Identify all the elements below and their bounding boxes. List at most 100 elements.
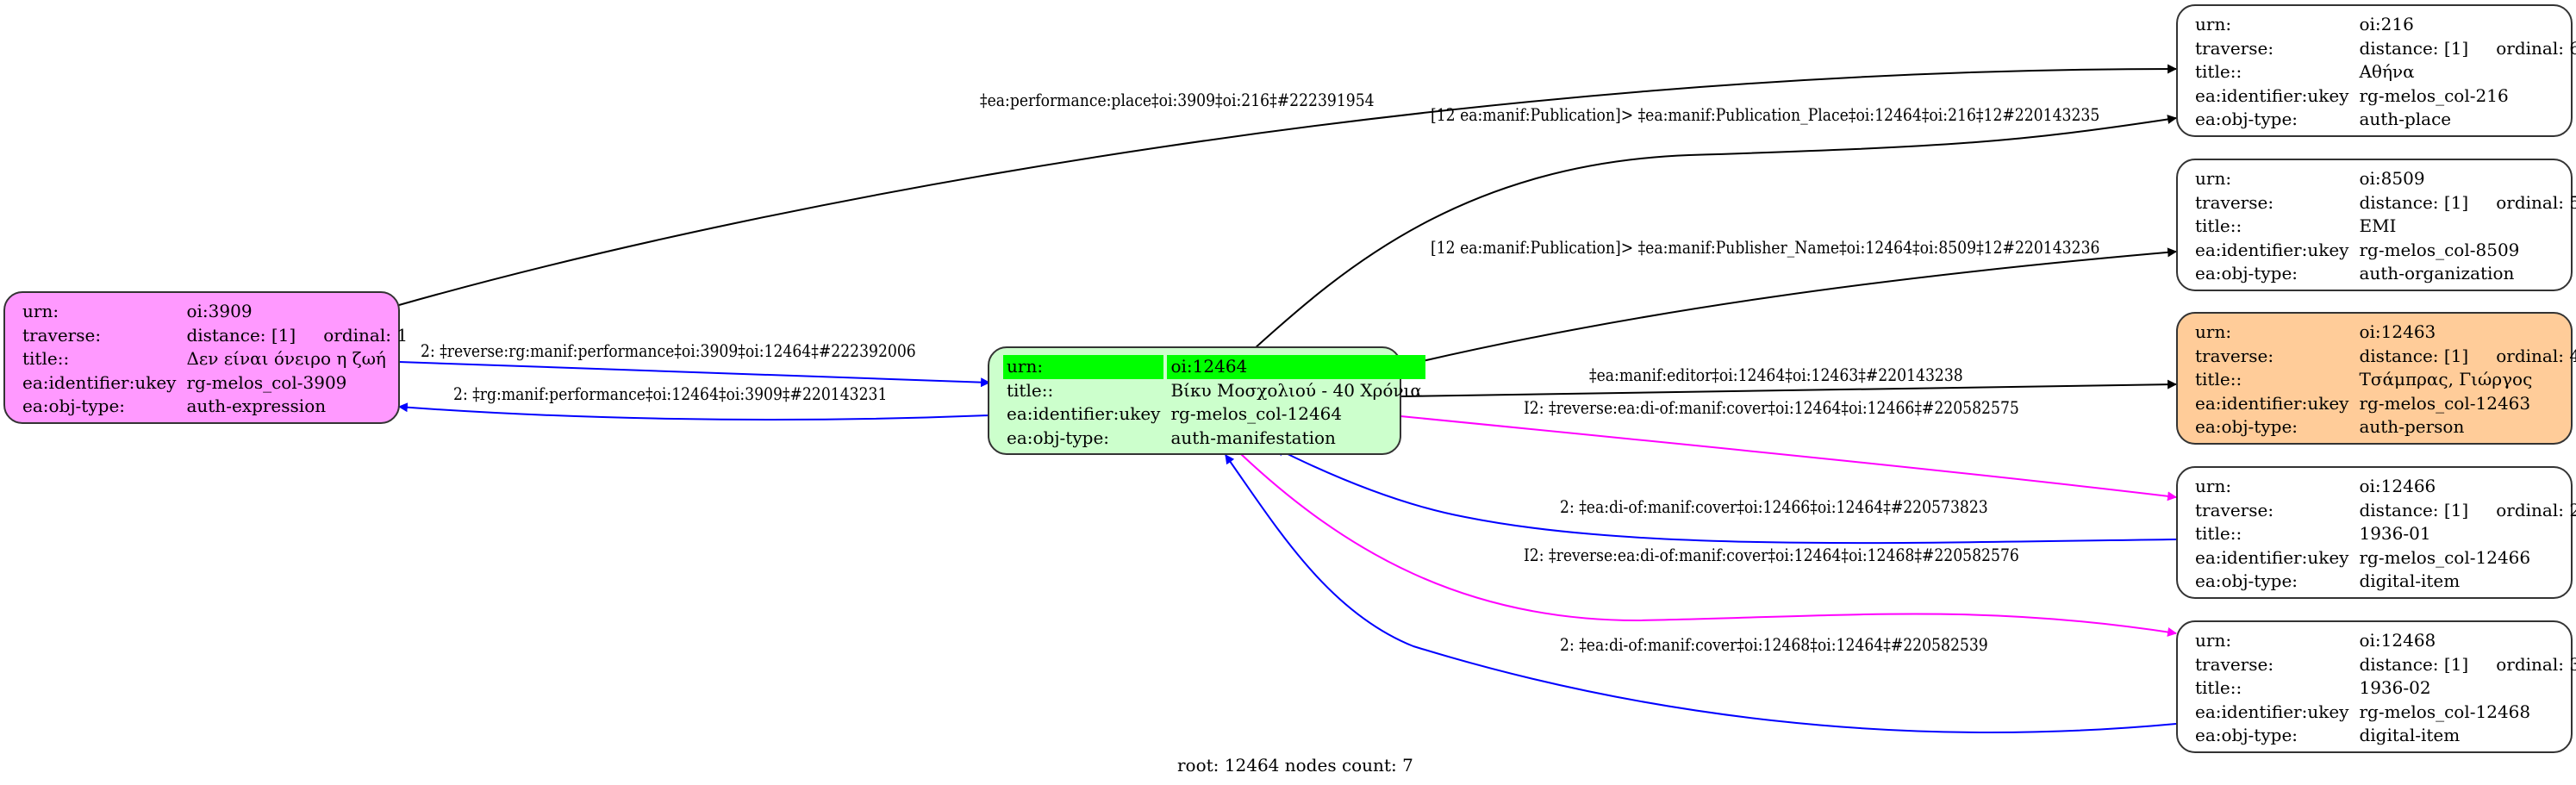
edge-label: I2: ‡reverse:ea:di-of:manif:cover‡oi:124…	[1524, 545, 2019, 565]
obj-type-key: ea:obj-type:	[22, 396, 126, 416]
distance-value: distance: [1]	[2359, 653, 2469, 675]
obj-type-value: auth-expression	[186, 396, 327, 416]
urn-value: oi:12466	[2359, 476, 2436, 496]
edge-label: 2: ‡reverse:rg:manif:performance‡oi:3909…	[421, 340, 916, 361]
obj-type-value: auth-place	[2359, 109, 2452, 129]
obj-type-value: digital-item	[2359, 725, 2461, 745]
ukey-value: rg-melos_col-12468	[2359, 701, 2531, 722]
ukey-value: rg-melos_col-12464	[1170, 403, 1343, 424]
obj-type-key: ea:obj-type:	[2195, 263, 2298, 283]
node-oi-8509[interactable]: urn:oi:8509 traverse:distance: [1]ordina…	[2176, 159, 2576, 291]
ukey-value: rg-melos_col-8509	[2359, 239, 2520, 260]
urn-key: urn:	[1003, 355, 1164, 379]
ukey-key: ea:identifier:ukey	[2195, 392, 2349, 414]
title-key: title::	[1007, 379, 1054, 401]
ukey-value: rg-melos_col-216	[2359, 84, 2509, 106]
ukey-value: rg-melos_col-12466	[2359, 546, 2531, 568]
obj-type-key: ea:obj-type:	[2195, 725, 2298, 745]
edge-3909-to-216	[398, 64, 2178, 306]
node-oi-3909[interactable]: urn: oi:3909 traverse: distance: [1] ordina…	[3, 291, 408, 424]
urn-value: oi:12468	[2359, 630, 2436, 651]
title-key: title::	[22, 348, 70, 369]
edge-12464-to-12466	[1400, 415, 2178, 502]
ordinal-value: ordinal: 4	[2496, 345, 2576, 366]
edge-12464-to-12468	[1240, 453, 2178, 637]
node-table: urn:oi:12463 traverse:distance: [1]ordin…	[2188, 321, 2576, 439]
node-oi-12468[interactable]: urn:oi:12468 traverse:distance: [1]ordin…	[2176, 620, 2576, 753]
title-value: Τσάμπρας, Γιώργος	[2359, 369, 2533, 389]
distance-value: distance: [1]	[2359, 499, 2469, 520]
title-value: Δεν είναι όνειρο η ζωή	[186, 348, 386, 369]
traverse-key: traverse:	[22, 324, 102, 346]
obj-type-key: ea:obj-type:	[2195, 109, 2298, 129]
node-table: urn:oi:8509 traverse:distance: [1]ordina…	[2188, 167, 2576, 286]
ukey-key: ea:identifier:ukey	[2195, 84, 2349, 106]
traverse-value: distance: [1] ordinal: 1	[183, 324, 411, 348]
ukey-value: rg-melos_col-12463	[2359, 392, 2531, 414]
ukey-key: ea:identifier:ukey	[2195, 239, 2349, 260]
title-key: title::	[2195, 523, 2242, 544]
edge-3909-to-12464	[398, 361, 991, 388]
node-table: urn: oi:3909 traverse: distance: [1] ordina…	[16, 300, 415, 419]
title-value: 1936-02	[2359, 677, 2431, 698]
title-value: Βίκυ Μοσχολιού - 40 Χρόνια	[1170, 379, 1422, 401]
edge-label: ‡ea:manif:editor‡oi:12464‡oi:12463‡#2201…	[1589, 364, 1963, 385]
ordinal-value: ordinal: 2	[2496, 499, 2576, 520]
traverse-value: distance: [1] ordinal: 2	[2355, 499, 2576, 523]
node-oi-12466[interactable]: urn:oi:12466 traverse:distance: [1]ordin…	[2176, 466, 2576, 599]
traverse-key: traverse:	[2195, 499, 2274, 520]
urn-key: urn:	[2195, 14, 2232, 34]
obj-type-value: auth-organization	[2359, 263, 2515, 283]
ordinal-value: ordinal: 3	[2496, 653, 2576, 675]
edge-12466-to-12464	[1275, 447, 2177, 545]
title-value: 1936-01	[2359, 523, 2431, 544]
urn-key: urn:	[2195, 168, 2232, 189]
ukey-value: rg-melos_col-3909	[186, 371, 347, 393]
traverse-value: distance: [1] ordinal: 6	[2355, 37, 2576, 61]
edge-12464-to-12463	[1400, 379, 2178, 397]
node-table: urn:oi:12468 traverse:distance: [1]ordin…	[2188, 629, 2576, 748]
urn-value: oi:12464	[1167, 355, 1425, 379]
ukey-key: ea:identifier:ukey	[22, 371, 177, 393]
ordinal-value: ordinal: 6	[2496, 37, 2576, 59]
ordinal-value: ordinal: 5	[2496, 191, 2576, 213]
ukey-key: ea:identifier:ukey	[2195, 546, 2349, 568]
urn-value: oi:12463	[2359, 321, 2436, 342]
urn-key: urn:	[22, 301, 59, 321]
node-table: urn:oi:216 traverse:distance: [1]ordinal…	[2188, 13, 2576, 132]
obj-type-value: auth-manifestation	[1170, 427, 1336, 448]
traverse-key: traverse:	[2195, 653, 2274, 675]
obj-type-key: ea:obj-type:	[2195, 416, 2298, 437]
traverse-key: traverse:	[2195, 345, 2274, 366]
title-key: title::	[2195, 61, 2242, 82]
distance-value: distance: [1]	[2359, 191, 2469, 213]
node-table: urn:oi:12464 title::Βίκυ Μοσχολιού - 40 …	[1000, 355, 1429, 450]
distance-value: distance: [1]	[186, 324, 296, 346]
title-key: title::	[2195, 677, 2242, 698]
title-key: title::	[2195, 215, 2242, 236]
edge-12464-to-8509	[1400, 247, 2178, 367]
urn-value: oi:216	[2359, 14, 2414, 34]
title-value: EMI	[2359, 215, 2397, 236]
title-key: title::	[2195, 369, 2242, 389]
ordinal-value: ordinal: 1	[323, 324, 409, 346]
edge-label: [12 ea:manif:Publication]> ‡ea:manif:Pub…	[1431, 237, 2100, 258]
urn-value: oi:3909	[186, 301, 253, 321]
distance-value: distance: [1]	[2359, 37, 2469, 59]
traverse-value: distance: [1] ordinal: 5	[2355, 191, 2576, 215]
urn-key: urn:	[2195, 321, 2232, 342]
edge-label: 2: ‡rg:manif:performance‡oi:12464‡oi:390…	[453, 383, 888, 404]
node-oi-216[interactable]: urn:oi:216 traverse:distance: [1]ordinal…	[2176, 4, 2576, 137]
edge-12464-to-216	[1253, 115, 2178, 350]
node-oi-12464-root[interactable]: urn:oi:12464 title::Βίκυ Μοσχολιού - 40 …	[988, 346, 1425, 455]
node-oi-12463[interactable]: urn:oi:12463 traverse:distance: [1]ordin…	[2176, 312, 2576, 445]
edge-label: I2: ‡reverse:ea:di-of:manif:cover‡oi:124…	[1524, 397, 2019, 418]
edge-12464-to-3909	[397, 402, 990, 421]
graph-footer-caption: root: 12464 nodes count: 7	[1177, 755, 1413, 776]
ukey-key: ea:identifier:ukey	[1007, 403, 1161, 424]
obj-type-value: auth-person	[2359, 416, 2465, 437]
urn-value: oi:8509	[2359, 168, 2425, 189]
obj-type-value: digital-item	[2359, 570, 2461, 591]
root-highlight-row: urn:oi:12464	[1003, 355, 1425, 379]
